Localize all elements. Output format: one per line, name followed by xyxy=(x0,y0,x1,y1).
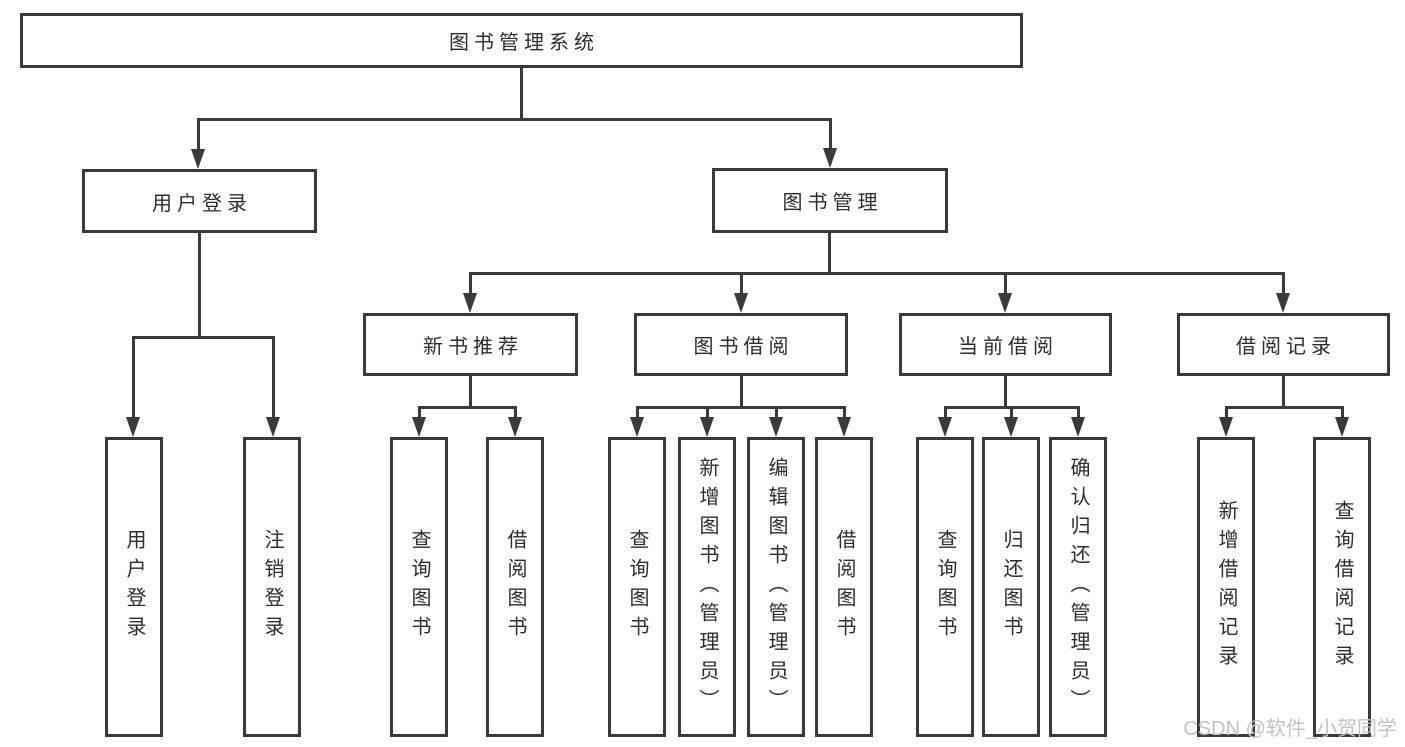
leaf-edit-book-admin-label: 编辑图书（管理员） xyxy=(765,456,787,718)
connector-bb-leaf2 xyxy=(706,406,709,420)
connector-cb-leaf1 xyxy=(944,406,947,420)
arrowhead-leaf-user-login xyxy=(126,417,140,437)
connector-book-borrowing-branch xyxy=(636,406,845,409)
leaf-query-books-current-label: 查询图书 xyxy=(934,529,956,645)
leaf-user-login: 用户登录 xyxy=(105,437,163,737)
arrowhead-nbr-leaf2 xyxy=(508,417,522,437)
leaf-borrow-books-borrowing-label: 借阅图书 xyxy=(833,529,855,645)
connector-nbr-leaf1 xyxy=(418,406,421,420)
leaf-add-book-admin-label: 新增图书（管理员） xyxy=(696,456,718,718)
node-book-borrowing: 图书借阅 xyxy=(634,313,848,376)
connector-to-current-borrowing xyxy=(1004,272,1007,296)
node-new-book-recommend-label: 新书推荐 xyxy=(423,336,523,358)
leaf-borrow-books-recommend-label: 借阅图书 xyxy=(504,529,526,645)
connector-to-book-management xyxy=(829,118,832,154)
arrowhead-current-borrowing xyxy=(998,293,1012,313)
connector-to-user-login xyxy=(197,118,200,154)
arrowhead-nbr-leaf1 xyxy=(412,417,426,437)
leaf-logout-label: 注销登录 xyxy=(261,529,283,645)
leaf-add-book-admin: 新增图书（管理员） xyxy=(678,437,736,737)
connector-borrowing-records-branch xyxy=(1225,406,1344,409)
node-user-login: 用户登录 xyxy=(82,169,317,233)
arrowhead-bb-leaf4 xyxy=(837,417,851,437)
node-user-login-label: 用户登录 xyxy=(152,192,252,215)
node-current-borrowing: 当前借阅 xyxy=(899,313,1112,376)
leaf-logout: 注销登录 xyxy=(243,437,301,737)
arrowhead-bb-leaf1 xyxy=(630,417,644,437)
connector-root-stem xyxy=(520,68,523,121)
arrowhead-leaf-logout xyxy=(266,417,280,437)
leaf-query-books-borrowing: 查询图书 xyxy=(608,437,666,737)
connector-br-leaf2 xyxy=(1341,406,1344,420)
node-root-label: 图书管理系统 xyxy=(449,32,599,54)
arrowhead-cb-leaf1 xyxy=(938,417,952,437)
connector-level1-branch xyxy=(197,118,832,121)
connector-to-book-borrowing xyxy=(740,272,743,296)
node-borrowing-records-label: 借阅记录 xyxy=(1236,336,1336,358)
arrowhead-cb-leaf2 xyxy=(1004,417,1018,437)
connector-new-book-recommend-branch xyxy=(418,406,516,409)
connector-cb-leaf2 xyxy=(1010,406,1013,420)
connector-bb-leaf3 xyxy=(775,406,778,420)
connector-to-new-book-recommend xyxy=(469,272,472,296)
arrowhead-bb-leaf2 xyxy=(700,417,714,437)
arrowhead-br-leaf1 xyxy=(1219,417,1233,437)
connector-book-borrowing-stem xyxy=(740,376,743,409)
node-book-management: 图书管理 xyxy=(712,168,948,233)
connector-current-borrowing-stem xyxy=(1004,376,1007,409)
csdn-watermark: CSDN @软件_小贺同学 xyxy=(1183,718,1397,740)
node-root: 图书管理系统 xyxy=(20,13,1023,68)
arrowhead-borrowing-records xyxy=(1276,293,1290,313)
connector-br-leaf1 xyxy=(1225,406,1228,420)
arrowhead-user-login xyxy=(191,149,205,169)
node-book-borrowing-label: 图书借阅 xyxy=(693,336,794,358)
node-new-book-recommend: 新书推荐 xyxy=(363,313,578,376)
arrowhead-bb-leaf3 xyxy=(769,417,783,437)
node-borrowing-records: 借阅记录 xyxy=(1177,313,1390,376)
leaf-query-borrow-record-label: 查询借阅记录 xyxy=(1331,500,1353,674)
arrowhead-cb-leaf3 xyxy=(1071,417,1085,437)
leaf-return-book: 归还图书 xyxy=(982,437,1040,737)
connector-book-management-stem xyxy=(828,233,831,275)
leaf-query-books-borrowing-label: 查询图书 xyxy=(626,529,648,645)
leaf-add-borrow-record-label: 新增借阅记录 xyxy=(1215,500,1237,674)
connector-bb-leaf4 xyxy=(843,406,846,420)
leaf-add-borrow-record: 新增借阅记录 xyxy=(1197,437,1255,737)
leaf-user-login-label: 用户登录 xyxy=(123,529,145,645)
connector-borrowing-records-stem xyxy=(1282,376,1285,409)
connector-user-login-branch xyxy=(132,336,274,339)
leaf-query-books-current: 查询图书 xyxy=(916,437,974,737)
connector-new-book-recommend-stem xyxy=(469,376,472,409)
arrowhead-br-leaf2 xyxy=(1335,417,1349,437)
connector-nbr-leaf2 xyxy=(514,406,517,420)
arrowhead-book-management xyxy=(823,148,837,168)
connector-to-leaf-logout xyxy=(272,336,275,419)
connector-cb-leaf3 xyxy=(1077,406,1080,420)
leaf-borrow-books-borrowing: 借阅图书 xyxy=(815,437,873,737)
leaf-confirm-return-admin: 确认归还（管理员） xyxy=(1049,437,1107,737)
connector-bb-leaf1 xyxy=(636,406,639,420)
leaf-borrow-books-recommend: 借阅图书 xyxy=(486,437,544,737)
leaf-confirm-return-admin-label: 确认归还（管理员） xyxy=(1067,456,1089,718)
node-book-management-label: 图书管理 xyxy=(782,192,883,214)
connector-to-borrowing-records xyxy=(1282,272,1285,296)
leaf-return-book-label: 归还图书 xyxy=(1000,529,1022,645)
connector-to-leaf-user-login xyxy=(132,336,135,419)
leaf-edit-book-admin: 编辑图书（管理员） xyxy=(747,437,805,737)
connector-level2-branch xyxy=(469,272,1285,275)
leaf-query-borrow-record: 查询借阅记录 xyxy=(1313,437,1371,737)
arrowhead-book-borrowing xyxy=(734,293,748,313)
leaf-query-books-recommend: 查询图书 xyxy=(390,437,448,737)
arrowhead-new-book-recommend xyxy=(463,293,477,313)
leaf-query-books-recommend-label: 查询图书 xyxy=(408,529,430,645)
connector-user-login-stem xyxy=(198,233,201,339)
node-current-borrowing-label: 当前借阅 xyxy=(958,336,1058,358)
